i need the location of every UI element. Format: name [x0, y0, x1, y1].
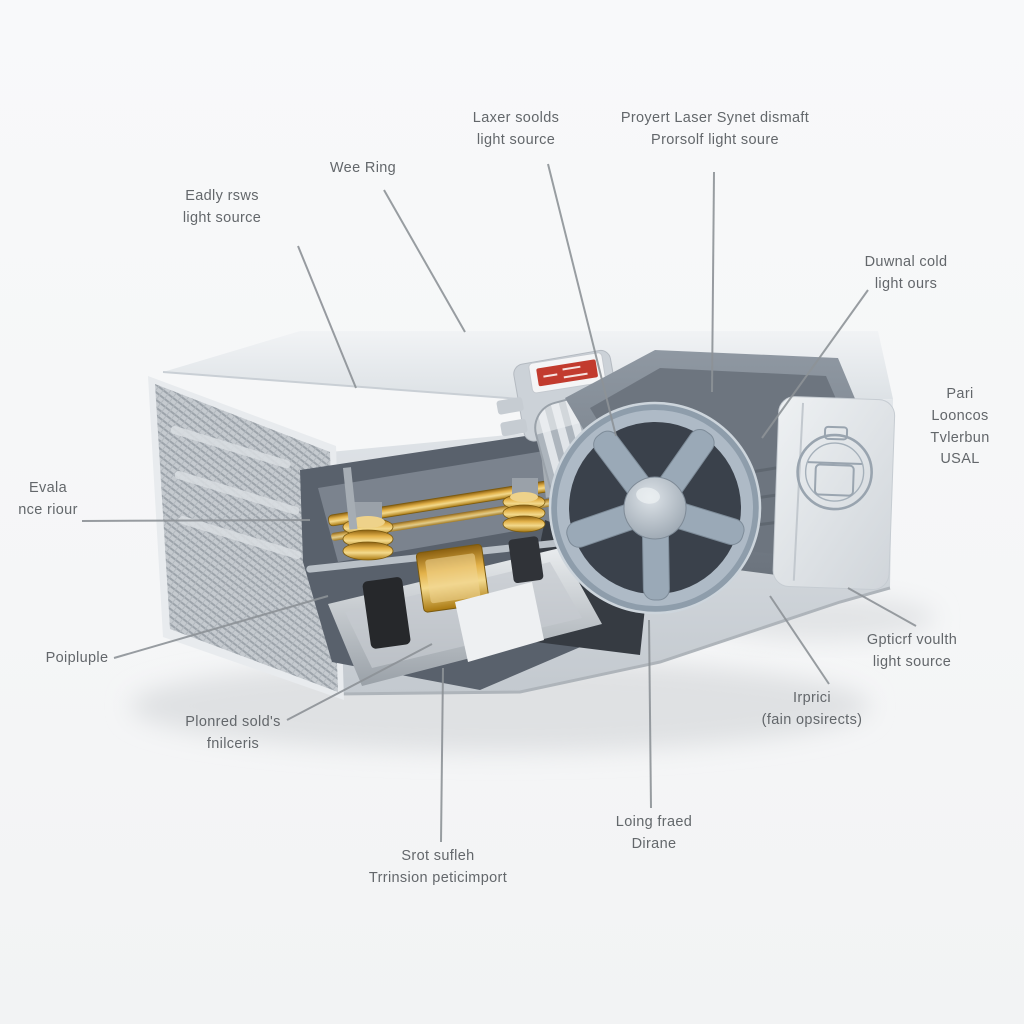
- leader-lines: [81, 163, 917, 843]
- brass-gear-right: [502, 478, 546, 533]
- label-pari-looncos: Pari Looncos Tvlerbun USAL: [930, 386, 990, 468]
- label-poipluple: Poipluple: [45, 650, 109, 666]
- leader-srot: [440, 667, 444, 843]
- bottom-edge: [337, 586, 891, 696]
- warning-sticker: [528, 352, 606, 394]
- leader-loing: [648, 619, 652, 809]
- leader-early: [297, 245, 357, 389]
- label-srot-trinsion: Srot sufleh Trrinsion peticimport: [368, 848, 508, 886]
- label-evala: Evala nce riour: [18, 480, 78, 518]
- leader-gpticrf: [847, 587, 917, 627]
- label-duwnal-cold: Duwnal cold light ours: [864, 254, 948, 292]
- leader-laser: [547, 163, 617, 437]
- label-proyert-laser: Proyert Laser Synet dismaft Prorsolf lig…: [620, 110, 810, 148]
- leader-irprici: [769, 595, 830, 685]
- right-cap: [772, 396, 896, 590]
- leader-evala: [81, 519, 311, 522]
- label-laser-light-source: Laxer soolds light source: [472, 110, 560, 148]
- label-early-light-source: Eadly rsws light source: [182, 188, 262, 226]
- leader-duwnal: [761, 289, 869, 439]
- label-wee-ring: Wee Ring: [329, 160, 397, 176]
- fan-wheel: [548, 401, 762, 615]
- grille-highlights: [170, 425, 302, 560]
- leader-plonred: [286, 643, 433, 721]
- leader-poipluple: [113, 595, 329, 659]
- label-irprici: Irprici (fain opsirects): [761, 690, 863, 728]
- white-card: [455, 582, 544, 662]
- leader-wee-ring: [383, 189, 466, 333]
- black-components: [362, 536, 544, 649]
- leader-proyert: [711, 171, 715, 393]
- label-loing-fraed: Loing fraed Dirane: [615, 814, 693, 852]
- lens-emblem: [796, 425, 873, 511]
- gold-block: [415, 544, 490, 613]
- label-plonred: Plonred sold's fnilceris: [185, 714, 281, 752]
- label-gpticrf: Gpticrf voulth light source: [866, 632, 958, 670]
